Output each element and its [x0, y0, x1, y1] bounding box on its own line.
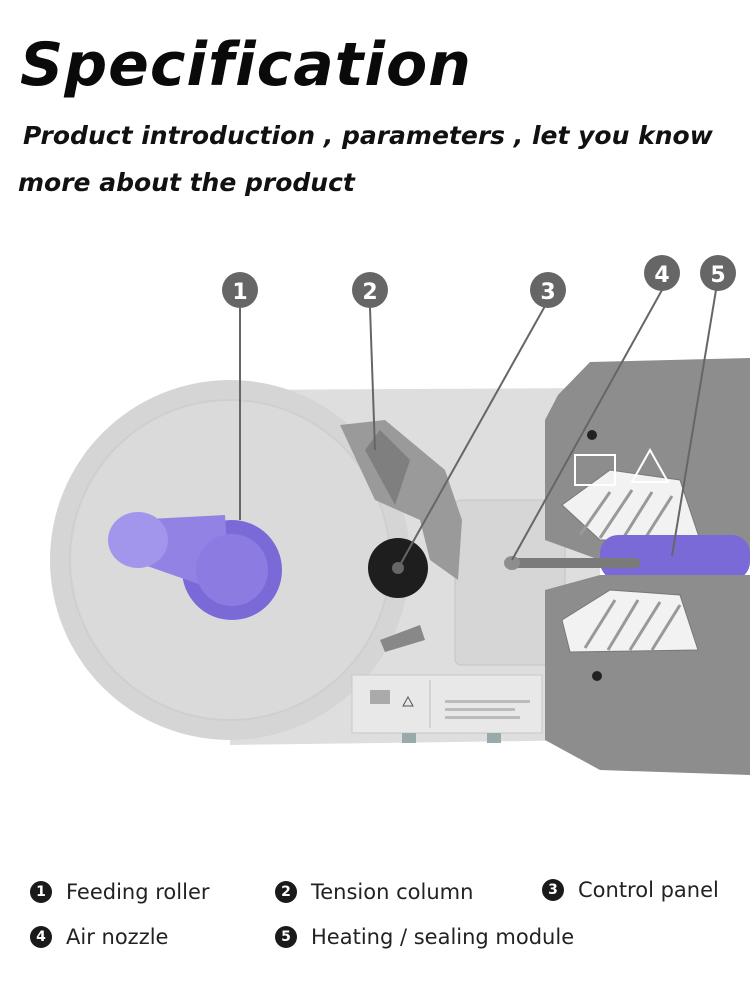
marker-3: 3	[530, 272, 566, 308]
legend-label: Heating / sealing module	[311, 925, 575, 949]
legend-number: 4	[30, 926, 52, 948]
legend-item-tension-column: 2 Tension column	[275, 880, 473, 904]
product-illustration: 1 2 3 4 5	[50, 255, 750, 775]
legend-number: 2	[275, 881, 297, 903]
legend-number: 5	[275, 926, 297, 948]
legend-label: Air nozzle	[66, 925, 169, 949]
svg-text:1: 1	[232, 280, 247, 305]
page-title: Specification	[20, 30, 472, 100]
component-legend: 1 Feeding roller 2 Tension column 3 Cont…	[0, 860, 750, 970]
legend-item-control-panel: 3 Control panel	[542, 878, 719, 902]
subtitle-line-1: Product introduction , parameters , let …	[23, 121, 713, 150]
subtitle-line-2: more about the product	[18, 168, 355, 197]
page-subtitle: Product introduction , parameters , let …	[18, 112, 750, 206]
svg-text:4: 4	[654, 263, 669, 288]
svg-text:3: 3	[540, 280, 555, 305]
legend-number: 3	[542, 879, 564, 901]
marker-1: 1	[222, 272, 258, 308]
legend-item-heating-sealing-module: 5 Heating / sealing module	[275, 925, 574, 949]
legend-label: Feeding roller	[66, 880, 210, 904]
marker-4: 4	[644, 255, 680, 291]
legend-number: 1	[30, 881, 52, 903]
air-nozzle	[510, 558, 640, 568]
svg-text:2: 2	[362, 280, 377, 305]
marker-5: 5	[700, 255, 736, 291]
legend-item-air-nozzle: 4 Air nozzle	[30, 925, 168, 949]
svg-text:5: 5	[710, 263, 725, 288]
legend-label: Control panel	[578, 878, 719, 902]
tray-area	[454, 499, 566, 666]
legend-item-feeding-roller: 1 Feeding roller	[30, 880, 210, 904]
legend-label: Tension column	[311, 880, 474, 904]
marker-2: 2	[352, 272, 388, 308]
